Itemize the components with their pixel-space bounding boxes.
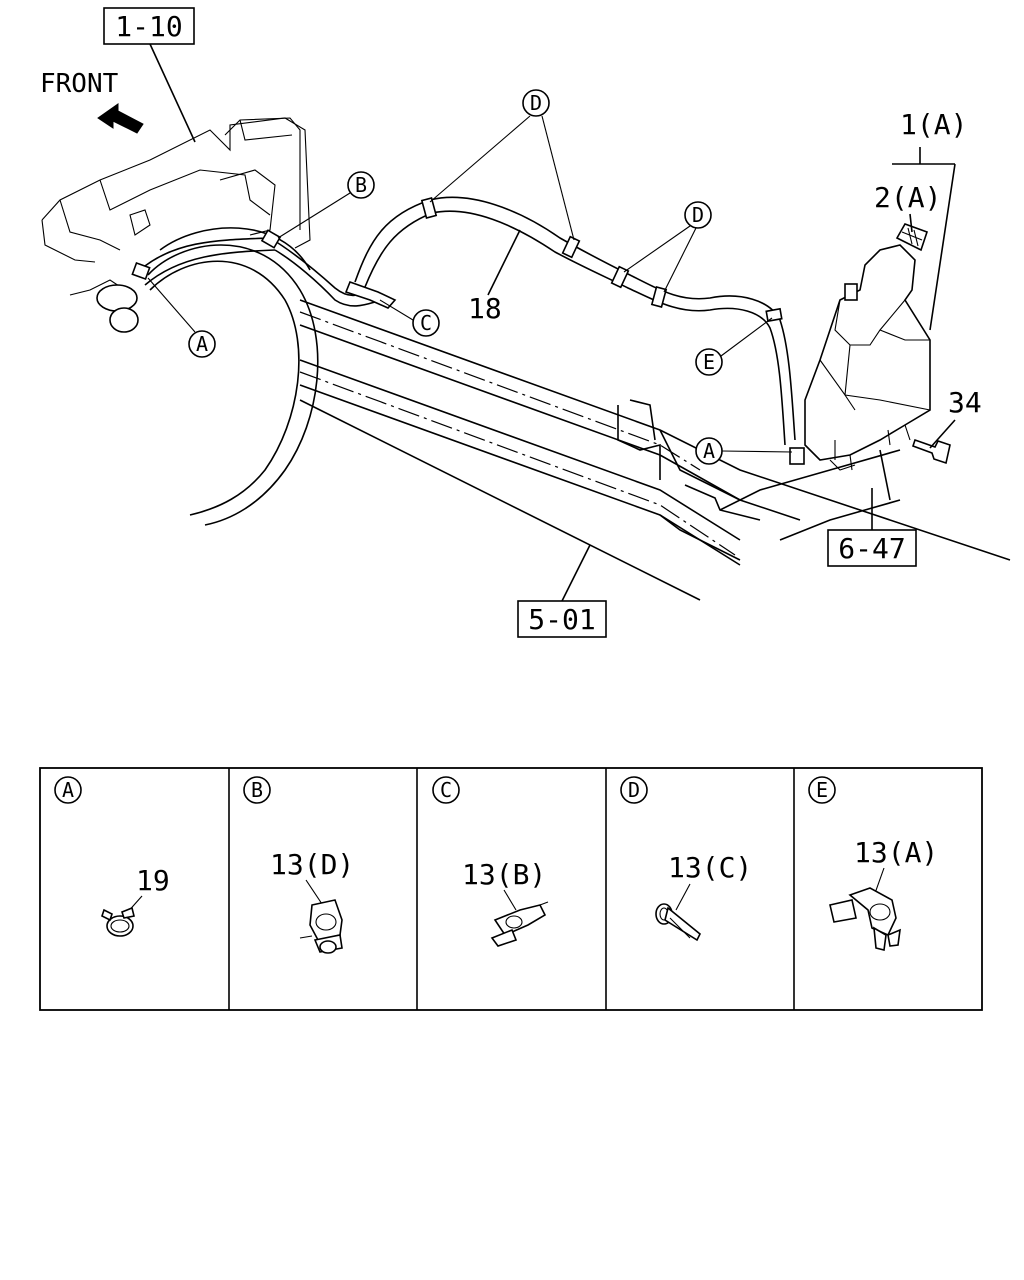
detail-panel-E: E 13(A)	[808, 776, 938, 951]
callout-C-main[interactable]: C	[412, 309, 440, 337]
svg-text:B: B	[355, 173, 367, 197]
clip-13A-icon	[829, 887, 901, 951]
ref-box-6-47[interactable]: 6-47	[827, 529, 917, 567]
callout-D-main[interactable]: D	[522, 89, 550, 117]
callout-D-right[interactable]: D	[684, 201, 712, 229]
front-arrow-icon	[97, 103, 144, 134]
bolt-34[interactable]	[911, 438, 951, 465]
engine-outline	[41, 117, 311, 333]
panel-letter-B: B	[243, 776, 271, 804]
svg-text:D: D	[530, 91, 542, 115]
callout-E-main[interactable]: E	[695, 348, 723, 376]
panel-letter-A: A	[54, 776, 82, 804]
svg-text:E: E	[703, 350, 715, 374]
tank-cap[interactable]	[895, 223, 929, 252]
clip-13D-icon	[299, 899, 343, 954]
hose-clamps	[131, 197, 805, 465]
detail-panels	[39, 767, 983, 1011]
panel-letter-C: C	[432, 776, 460, 804]
radiator-hose-loop	[147, 227, 319, 526]
svg-text:E: E	[816, 778, 828, 802]
tank-bracket	[617, 399, 901, 541]
ref-box-1-10[interactable]: 1-10	[103, 7, 195, 45]
detail-panel-C: C 13(B)	[432, 776, 549, 947]
svg-text:A: A	[62, 778, 74, 802]
part-number-18: 18	[468, 292, 502, 325]
ref-label-5-01: 5-01	[528, 603, 595, 636]
panel-part-13C: 13(C)	[668, 851, 752, 884]
svg-text:C: C	[420, 311, 432, 335]
svg-text:C: C	[440, 778, 452, 802]
detail-panel-A: A 19	[54, 776, 170, 937]
callout-B-main[interactable]: B	[347, 171, 375, 199]
ref-box-5-01[interactable]: 5-01	[517, 600, 607, 638]
callout-A-main-right[interactable]: A	[695, 437, 723, 465]
svg-text:B: B	[251, 778, 263, 802]
panel-part-13B: 13(B)	[462, 858, 546, 891]
clip-13C-icon	[655, 903, 702, 942]
ref-label-6-47: 6-47	[838, 532, 905, 565]
svg-text:A: A	[196, 332, 208, 356]
callout-A-main-left[interactable]: A	[188, 330, 216, 358]
part-number-1A: 1(A)	[900, 108, 967, 141]
panel-part-19: 19	[136, 864, 170, 897]
panel-letter-E: E	[808, 776, 836, 804]
front-label: FRONT	[40, 69, 119, 99]
clamp-19-icon	[101, 906, 135, 937]
detail-panel-B: B 13(D)	[243, 776, 354, 954]
part-number-2A: 2(A)	[874, 181, 941, 214]
ref-label-1-10: 1-10	[115, 10, 182, 43]
svg-text:D: D	[628, 778, 640, 802]
clip-13B-icon	[490, 901, 549, 947]
washer-tank[interactable]	[804, 244, 931, 471]
svg-text:A: A	[703, 439, 715, 463]
part-number-34: 34	[948, 386, 982, 419]
svg-text:D: D	[692, 203, 704, 227]
panel-part-13A: 13(A)	[854, 836, 938, 869]
panel-letter-D: D	[620, 776, 648, 804]
panel-part-13D: 13(D)	[270, 848, 354, 881]
engine-side-hose	[139, 237, 376, 307]
detail-panel-D: D 13(C)	[620, 776, 752, 942]
